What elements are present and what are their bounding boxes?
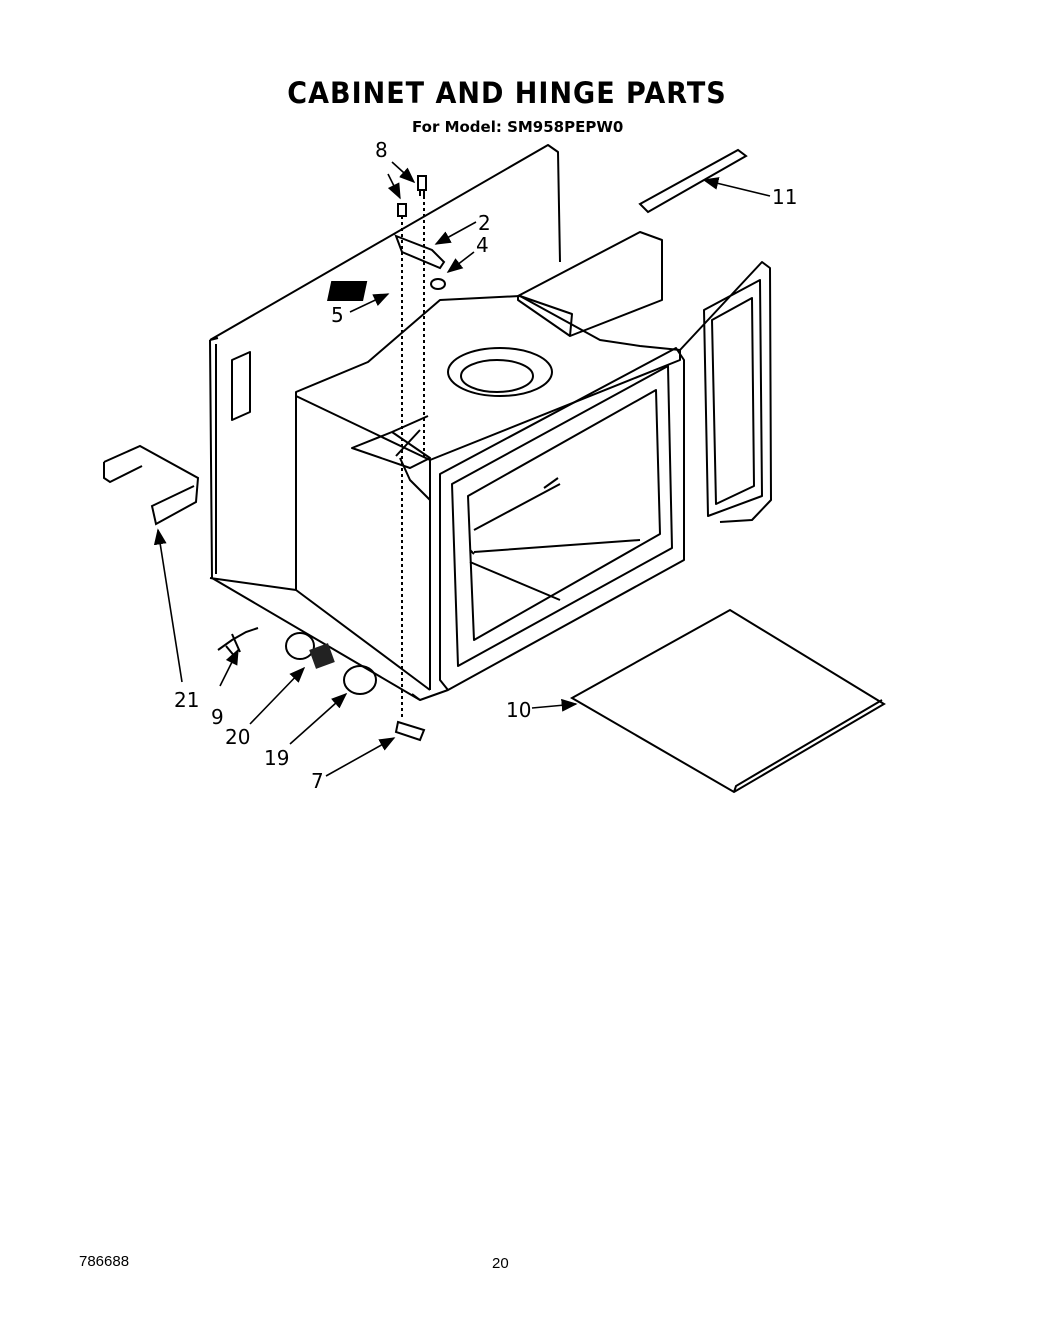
callout-2: 2 <box>478 211 491 235</box>
oven-cavity <box>295 295 681 461</box>
callout-19: 19 <box>264 746 289 770</box>
hinge-plate <box>394 234 446 270</box>
cabinet-side-panel <box>679 261 772 523</box>
top-waveguide-box <box>517 231 663 337</box>
front-flange <box>439 347 685 691</box>
plug-9 <box>217 627 259 659</box>
washer <box>430 278 446 290</box>
callout-11: 11 <box>772 185 797 209</box>
tray-10 <box>569 608 886 794</box>
vent-grill <box>327 281 368 301</box>
model-subtitle: For Model: SM958PEPW0 <box>412 118 624 136</box>
screw-upper <box>417 175 427 196</box>
callout-20: 20 <box>225 725 250 749</box>
page-number: 20 <box>492 1255 509 1272</box>
stirrer-cover <box>447 347 553 397</box>
bracket-21 <box>103 444 200 526</box>
callout-7: 7 <box>311 769 324 793</box>
cabinet-slot <box>231 351 251 421</box>
screw-lower <box>397 203 407 217</box>
document-number: 786688 <box>79 1253 130 1270</box>
hinge-pin <box>638 148 748 214</box>
lamp-bulb-20 <box>285 632 315 660</box>
callout-9: 9 <box>211 705 224 729</box>
callout-5: 5 <box>331 303 344 327</box>
lamp-socket <box>309 643 335 669</box>
socket-19 <box>343 665 377 695</box>
callout-8: 8 <box>375 138 388 162</box>
callout-10: 10 <box>506 698 531 722</box>
page-title: CABINET AND HINGE PARTS <box>287 76 727 111</box>
clip-7 <box>394 720 426 742</box>
hinge-parts <box>327 175 446 720</box>
cabinet-side-window <box>711 297 755 505</box>
cabinet-back-panel <box>209 144 561 701</box>
callout-21: 21 <box>174 688 199 712</box>
callout-4: 4 <box>476 233 489 257</box>
